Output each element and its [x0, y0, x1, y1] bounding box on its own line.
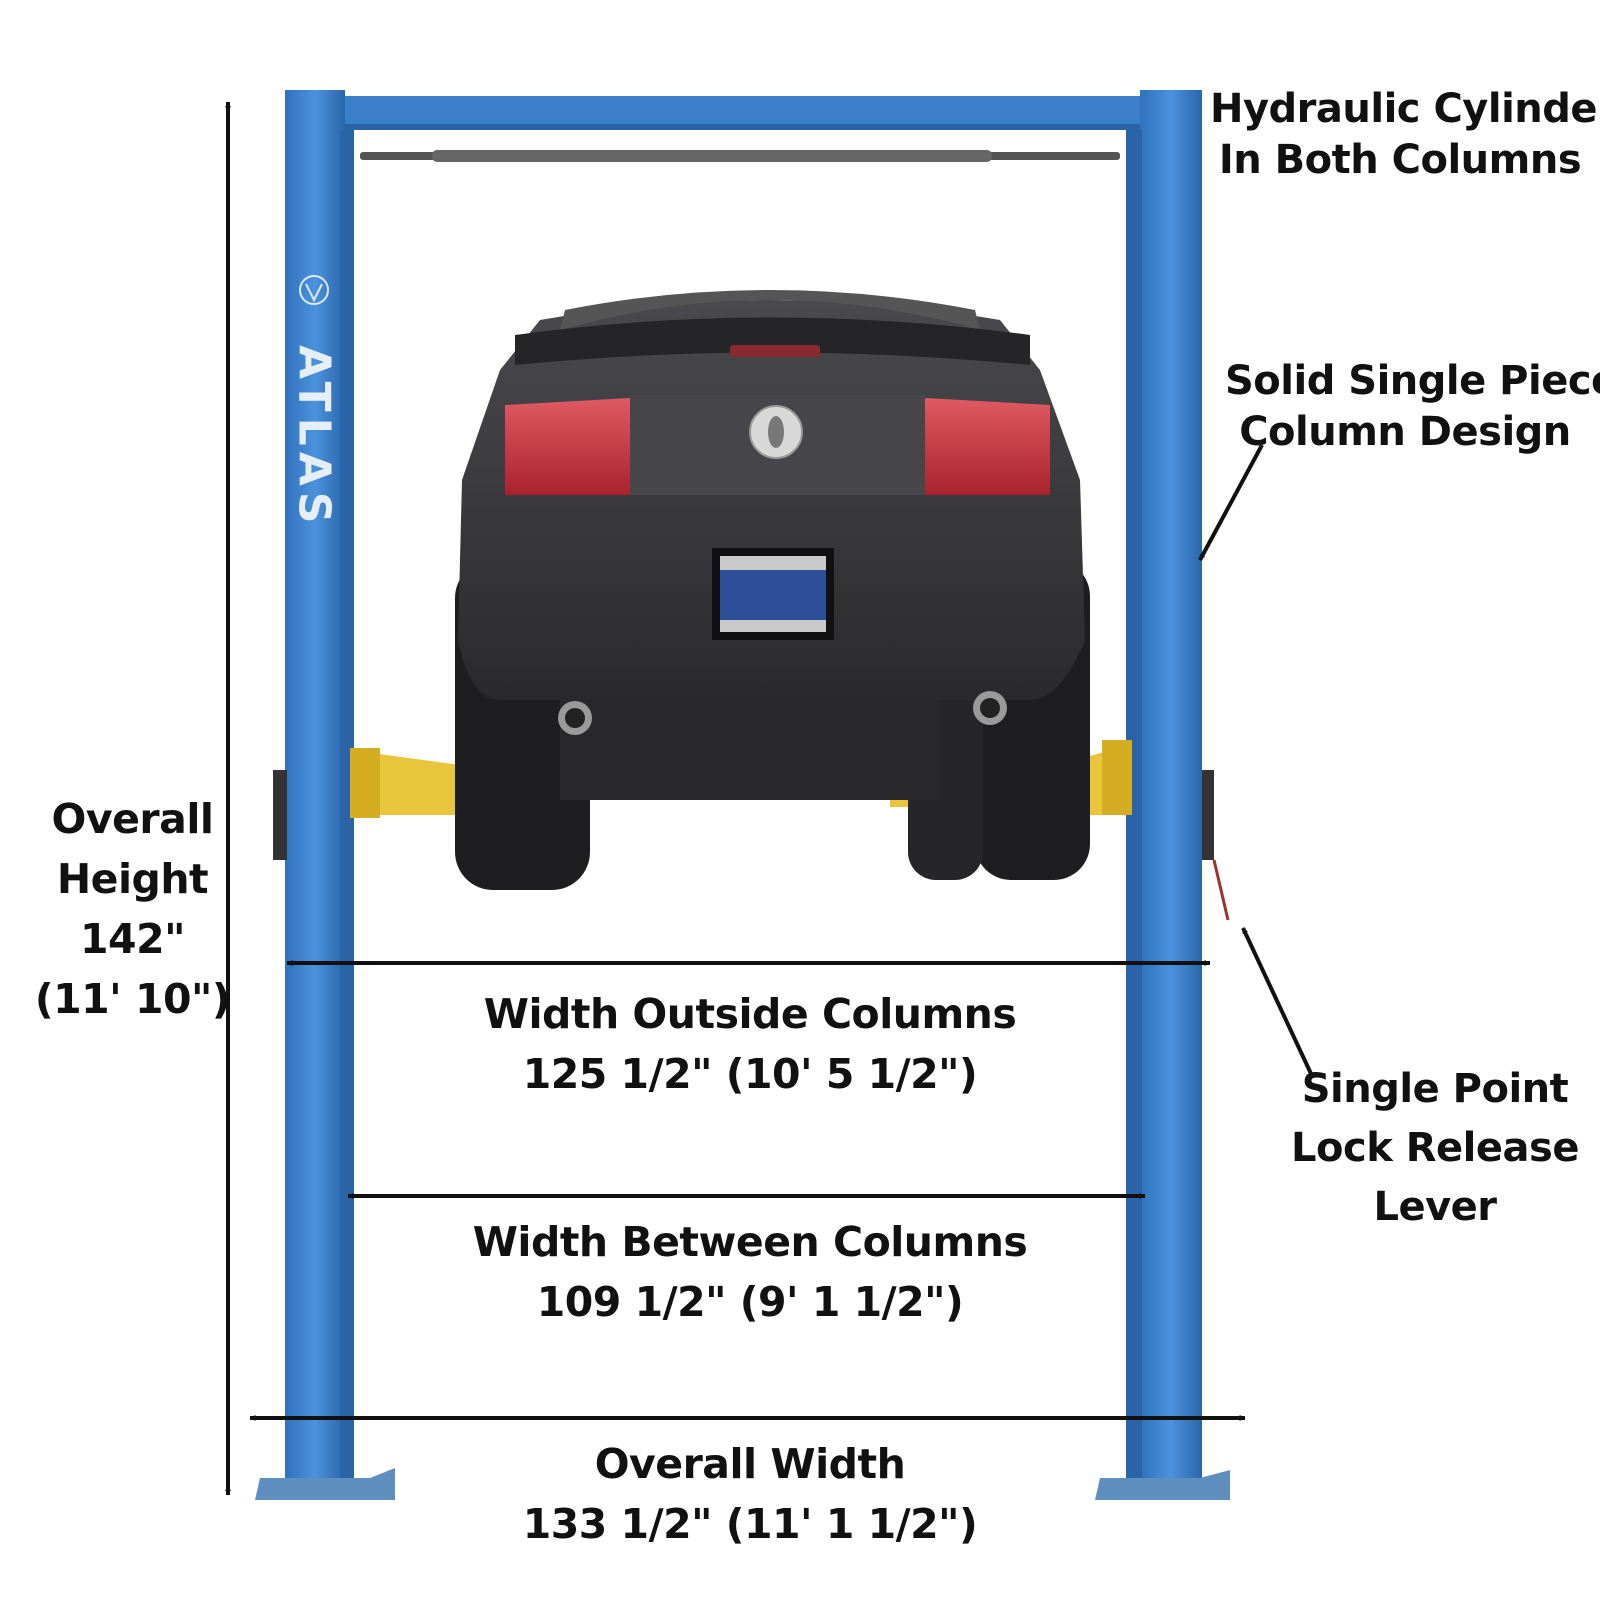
width-between-label: Width Between Columns 109 1/2" (9' 1 1/2… [472, 1218, 1028, 1326]
lock-release-lever [1212, 859, 1230, 921]
top-crossbeam [340, 96, 1140, 162]
column-design-pointer [1198, 444, 1264, 561]
lock-release-pointer [1241, 927, 1315, 1079]
left-lift-arm [350, 748, 460, 818]
width-outside-label: Width Outside Columns 125 1/2" (10' 5 1/… [483, 990, 1017, 1098]
callout-lock-release: Single Point Lock Release Lever [1291, 1066, 1579, 1231]
brand-column-text: ATLAS [289, 345, 340, 529]
brand-logo-icon [299, 275, 329, 305]
left-column [255, 90, 395, 1500]
car-rear-view [455, 290, 1090, 890]
callout-column-design: Solid Single Piece Column Design [1225, 358, 1600, 456]
right-column [1095, 90, 1230, 1500]
callout-hydraulic-cylinders: Hydraulic Cylinders In Both Columns [1210, 86, 1600, 184]
overall-height-label: Overall Height 142" (11' 10") [34, 795, 231, 1023]
overall-width-label: Overall Width 133 1/2" (11' 1 1/2") [522, 1440, 978, 1548]
